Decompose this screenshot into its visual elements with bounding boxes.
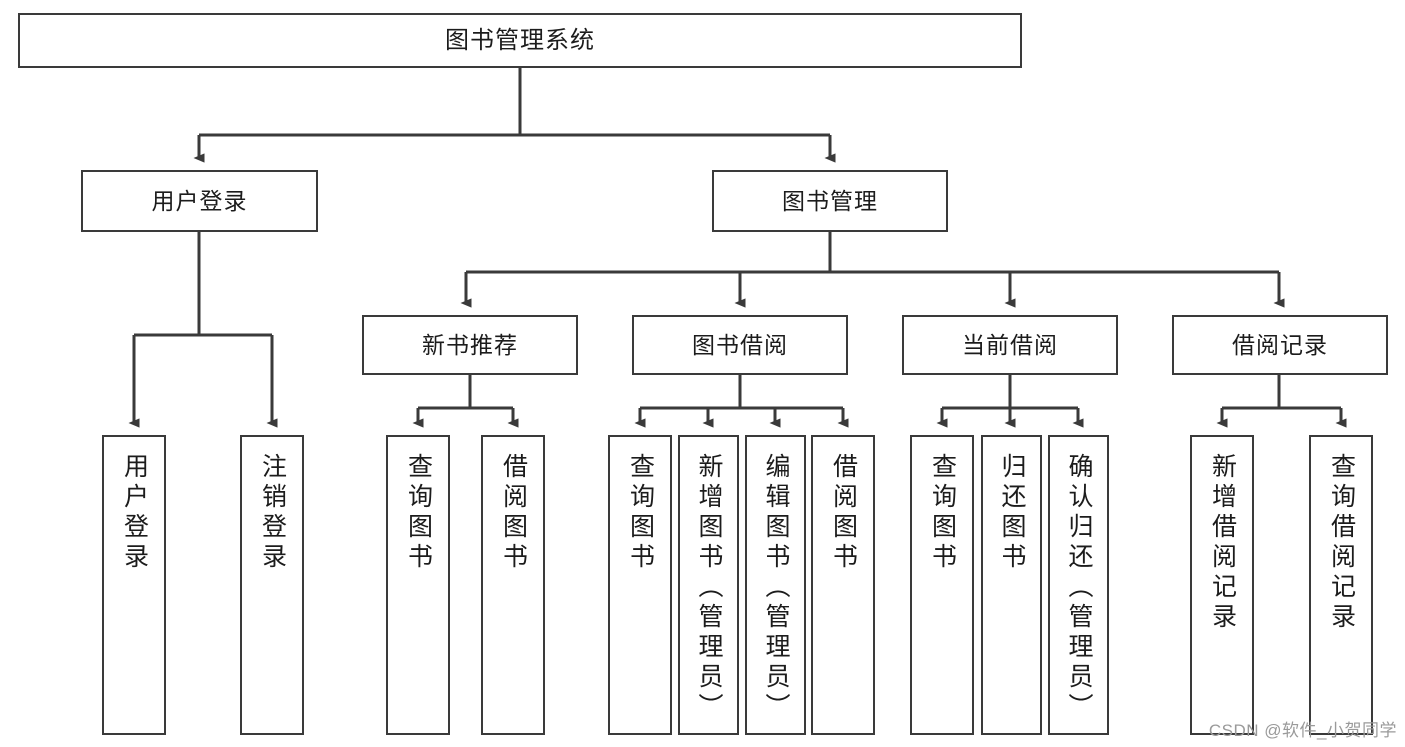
node-label: 查询借阅记录 <box>1327 453 1356 633</box>
node-label: 图书管理 <box>782 187 878 214</box>
node-borrow-records[interactable]: 借阅记录 <box>1172 315 1388 375</box>
node-label: 借阅图书 <box>829 453 858 573</box>
node-label: 新增图书（管理员） <box>695 453 723 723</box>
leaf-query-book-borrow[interactable]: 查询图书 <box>608 435 672 735</box>
leaf-add-borrow-record[interactable]: 新增借阅记录 <box>1190 435 1254 735</box>
node-label: 查询图书 <box>928 453 957 573</box>
node-label: 查询图书 <box>404 453 433 573</box>
node-book-management[interactable]: 图书管理 <box>712 170 948 232</box>
leaf-add-book-admin[interactable]: 新增图书（管理员） <box>678 435 739 735</box>
leaf-borrow-book-recommend[interactable]: 借阅图书 <box>481 435 545 735</box>
node-label: 借阅图书 <box>499 453 528 573</box>
watermark: CSDN @软件_小贺同学 <box>1208 721 1397 740</box>
node-user-login[interactable]: 用户登录 <box>81 170 318 232</box>
node-label: 新增借阅记录 <box>1208 453 1237 633</box>
leaf-return-book[interactable]: 归还图书 <box>981 435 1042 735</box>
node-label: 图书管理系统 <box>445 26 595 54</box>
node-current-borrow[interactable]: 当前借阅 <box>902 315 1118 375</box>
node-label: 归还图书 <box>998 453 1026 573</box>
leaf-query-borrow-record[interactable]: 查询借阅记录 <box>1309 435 1373 735</box>
node-label: 编辑图书（管理员） <box>762 453 790 723</box>
node-label: 确认归还（管理员） <box>1065 453 1093 723</box>
node-label: 图书借阅 <box>692 331 788 358</box>
leaf-query-book-recommend[interactable]: 查询图书 <box>386 435 450 735</box>
node-label: 新书推荐 <box>422 331 518 358</box>
leaf-confirm-return-admin[interactable]: 确认归还（管理员） <box>1048 435 1109 735</box>
leaf-edit-book-admin[interactable]: 编辑图书（管理员） <box>745 435 806 735</box>
leaf-logout[interactable]: 注销登录 <box>240 435 304 735</box>
node-new-book-recommend[interactable]: 新书推荐 <box>362 315 578 375</box>
node-label: 借阅记录 <box>1232 331 1328 358</box>
node-book-borrow[interactable]: 图书借阅 <box>632 315 848 375</box>
leaf-borrow-book[interactable]: 借阅图书 <box>811 435 875 735</box>
node-label: 当前借阅 <box>962 331 1058 358</box>
leaf-query-book-current[interactable]: 查询图书 <box>910 435 974 735</box>
node-label: 用户登录 <box>120 453 149 573</box>
node-label: 注销登录 <box>258 453 287 573</box>
node-root[interactable]: 图书管理系统 <box>18 13 1022 68</box>
leaf-user-login[interactable]: 用户登录 <box>102 435 166 735</box>
node-label: 查询图书 <box>626 453 655 573</box>
node-label: 用户登录 <box>151 187 248 214</box>
